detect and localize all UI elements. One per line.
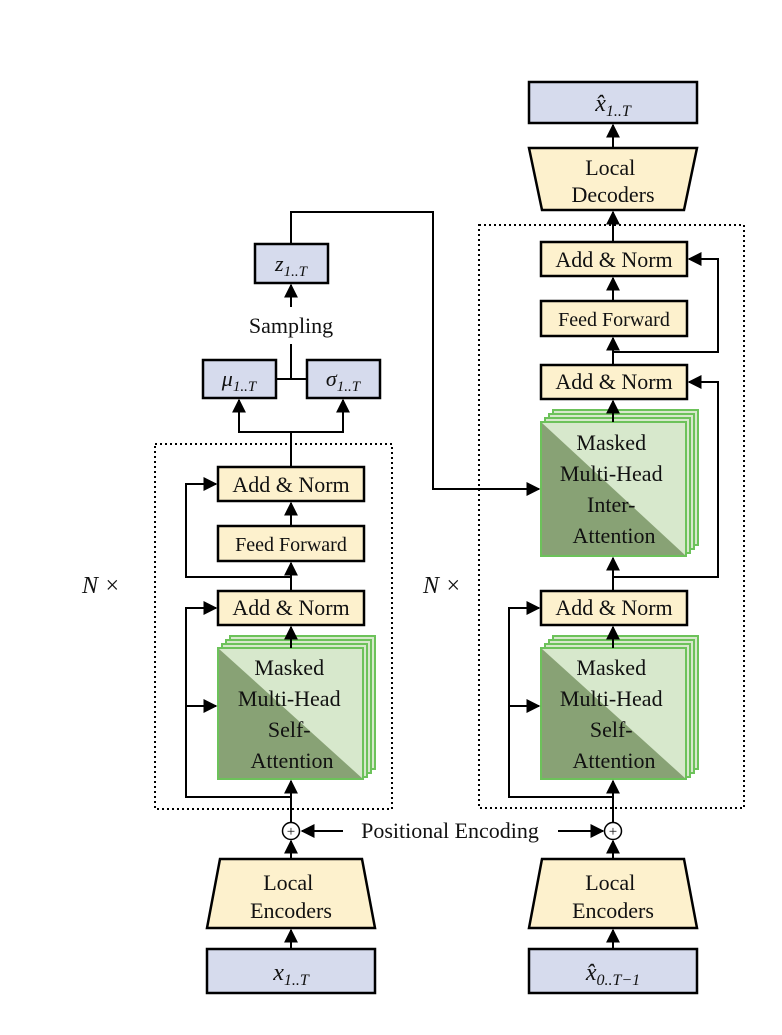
encoder-sampling-label: Sampling xyxy=(249,313,333,338)
encoder-local-encoders-block xyxy=(205,857,377,930)
decoder-local-decoders-label: Local Decoders xyxy=(571,155,654,207)
decoder-n-label: N × xyxy=(422,573,461,599)
decoder-add-norm-2-label: Add & Norm xyxy=(555,369,672,394)
encoder-mu-label: μ1..T xyxy=(221,366,258,395)
encoder-repeat-box xyxy=(154,443,393,810)
decoder-connectors xyxy=(508,123,719,949)
plus-icon: + xyxy=(287,824,295,840)
plus-icon: + xyxy=(609,824,617,840)
encoder-z-label: z1..T xyxy=(274,251,309,280)
positional-encoding-label: Positional Encoding xyxy=(361,818,539,843)
encoder-feed-forward-label: Feed Forward xyxy=(235,534,347,556)
encoder-input-label: x1..T xyxy=(272,960,310,989)
decoder-inter-attention-label: Masked Multi-Head Inter- Attention xyxy=(560,430,668,548)
encoder-sigma-label: σ1..T xyxy=(326,366,362,395)
encoder-n-label: N × xyxy=(81,573,120,599)
decoder-add-norm-1 xyxy=(539,589,689,627)
decoder-local-encoders-block xyxy=(527,857,699,930)
decoder-add-norm-1-label: Add & Norm xyxy=(555,595,672,620)
decoder-output-box xyxy=(527,80,699,125)
encoder-self-attention-label: Masked Multi-Head Self- Attention xyxy=(238,655,346,773)
decoder-self-attention-block: Masked Multi-Head Self- Attention xyxy=(540,635,699,780)
decoder: N × x̂0..T−1 Local Encoders + Masked Mul… xyxy=(422,80,745,995)
encoder-local-encoders-label: Local Encoders xyxy=(250,870,332,923)
decoder-add-norm-2 xyxy=(539,363,689,401)
decoder-repeat-box xyxy=(478,224,745,809)
decoder-input-label: x̂0..T−1 xyxy=(585,960,640,989)
decoder-local-encoders-label: Local Encoders xyxy=(572,870,654,923)
encoder-mu-box xyxy=(201,358,278,400)
decoder-inter-attention-block: Masked Multi-Head Inter- Attention xyxy=(540,409,699,557)
decoder-output-label: x̂1..T xyxy=(594,91,632,120)
encoder-add-norm-1 xyxy=(216,589,366,627)
decoder-positional-sum xyxy=(603,821,623,841)
decoder-feed-forward-label: Feed Forward xyxy=(558,309,670,331)
positional-encoding: Positional Encoding xyxy=(300,818,605,843)
decoder-add-norm-3-label: Add & Norm xyxy=(555,247,672,272)
encoder-z-box xyxy=(253,242,330,285)
encoder-add-norm-2-label: Add & Norm xyxy=(232,472,349,497)
decoder-local-decoders-block xyxy=(527,146,699,212)
encoder: N × x1..T Local Encoders + Masked Multi-… xyxy=(81,211,541,995)
encoder-self-attention-block: Masked Multi-Head Self- Attention xyxy=(217,635,376,780)
decoder-feed-forward xyxy=(539,299,689,338)
encoder-feed-forward xyxy=(216,524,366,563)
decoder-input-box xyxy=(527,947,699,995)
decoder-add-norm-3 xyxy=(539,240,689,278)
encoder-connectors xyxy=(185,211,541,949)
decoder-self-attention-label: Masked Multi-Head Self- Attention xyxy=(560,655,668,773)
encoder-positional-sum xyxy=(281,821,301,841)
encoder-add-norm-1-label: Add & Norm xyxy=(232,595,349,620)
